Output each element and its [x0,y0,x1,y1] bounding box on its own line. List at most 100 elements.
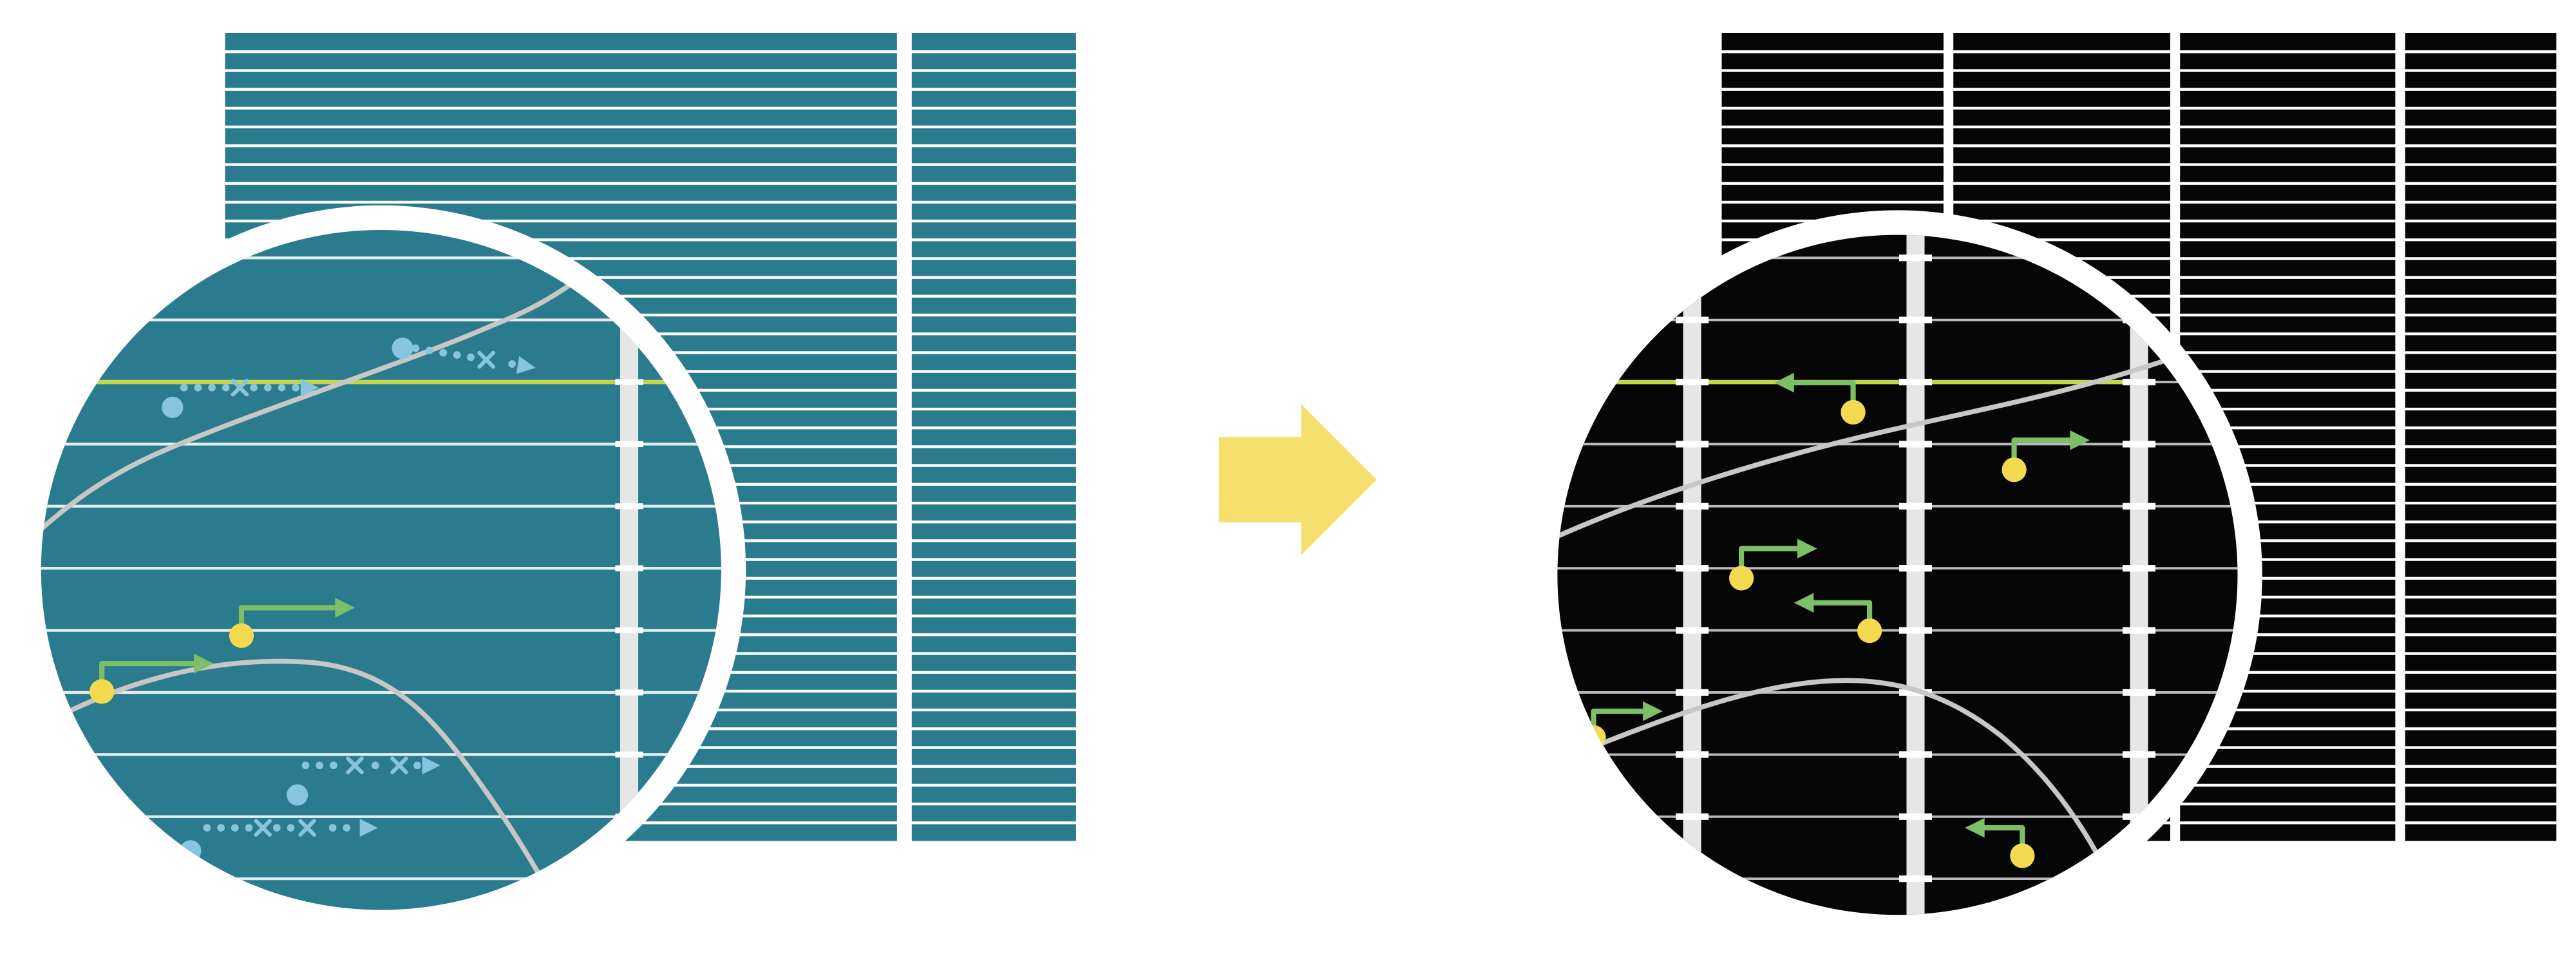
electron-dot [203,824,211,832]
electron-path [162,378,319,418]
carrier-arrowhead-icon [1643,701,1663,721]
carrier-marker [2002,430,2090,482]
carrier-arrowhead-icon [335,598,355,618]
left-cell-busbar-gap [896,29,912,845]
electron-dot [292,383,300,392]
electron-dot [439,349,448,357]
right-zoom-grain-boundaries [1557,349,2194,915]
busbar-tick [2122,751,2155,758]
recombination-cross-icon [477,350,495,369]
busbar-tick [615,379,643,385]
carrier-marker [1965,817,2035,868]
grain-boundary-curve [1557,678,2132,915]
carrier-marker [229,598,355,648]
recombination-cross-icon [254,819,272,837]
busbar-tick [1899,813,1932,820]
electron-dot [343,824,351,832]
recombination-cross-icon [298,819,316,837]
busbar-tick [1899,751,1932,758]
busbar-tick [615,441,643,448]
busbar-tick [615,689,643,696]
left-zoom-content [41,229,721,910]
electron-dot [328,824,337,832]
busbar-tick [2122,502,2155,510]
right-zoom-view [1533,210,2262,940]
electron-dot [208,383,216,392]
electron-dot [425,347,433,354]
electron-arrowhead-icon [422,756,440,775]
busbar-tick [2122,565,2155,572]
electron-dot [287,824,295,832]
electron-circle [287,784,308,806]
electron-dot [263,383,272,392]
busbar [2130,234,2148,915]
carrier-circle [2010,843,2035,868]
busbar-tick [1899,378,1932,386]
busbar-tick [615,565,643,571]
busbar-tick [1899,316,1932,323]
busbar-tick [615,751,643,758]
recombination-cross-icon [346,756,364,774]
electron-dot [272,824,281,832]
busbar-tick [2122,378,2155,386]
electron-circle [162,396,184,418]
carrier-circle [1728,566,1754,591]
electron-path [180,819,378,862]
busbar-tick [1676,502,1709,510]
electron-arrowhead-icon [359,819,378,837]
transition-arrow-icon [1218,404,1377,555]
busbar-tick [1676,565,1709,572]
carrier-arrowhead-icon [1774,372,1794,393]
electron-arrowhead-icon [300,378,319,397]
electron-path [392,337,536,374]
busbar-tick [1676,254,1709,262]
electron-dot [412,344,420,352]
busbar-tick [1899,441,1932,448]
electron-dot [508,360,516,368]
busbar-tick [1676,689,1709,696]
busbar-tick [1676,627,1709,634]
busbar-tick [1676,441,1709,448]
electron-dot [180,383,188,392]
busbar-tick [1899,565,1932,572]
electron-dot [222,383,230,392]
electron-dot [250,383,258,392]
electron-dot [453,351,461,359]
electron-dot [316,761,324,770]
left-zoom-grain-boundaries [41,229,657,910]
left-zoom-electron-paths [162,337,536,862]
busbar [1683,234,1701,915]
carrier-circle [90,679,115,704]
carrier-circle [2002,457,2027,482]
electron-arrowhead-icon [516,356,536,374]
busbar-tick [615,875,643,882]
electron-path [287,756,440,806]
busbar-tick [1899,254,1932,262]
carrier-marker [1794,593,1882,644]
carrier-arrowhead-icon [1794,593,1814,613]
busbar-tick [1676,378,1709,386]
electron-dot [278,383,286,392]
carrier-marker [1728,539,1817,591]
carrier-arrowhead-icon [194,653,214,674]
carrier-circle [1841,399,1866,425]
electron-circle [392,337,413,359]
electron-dot [372,761,379,770]
electron-dot [217,824,225,832]
busbar-tick [615,627,643,634]
busbar-tick [1676,813,1709,820]
carrier-marker [1774,372,1866,425]
left-zoom-background [41,229,721,910]
busbar-tick [1899,502,1932,510]
electron-dot [467,353,475,361]
grain-boundary-curve [41,229,657,548]
left-zoom-view [16,205,746,935]
grain-boundary-curve [57,658,576,910]
carrier-marker [90,653,214,704]
left-zoom-hole-markers [90,598,355,704]
electron-dot [413,761,421,770]
busbar-tick [2122,441,2155,448]
busbar [1906,234,1925,915]
